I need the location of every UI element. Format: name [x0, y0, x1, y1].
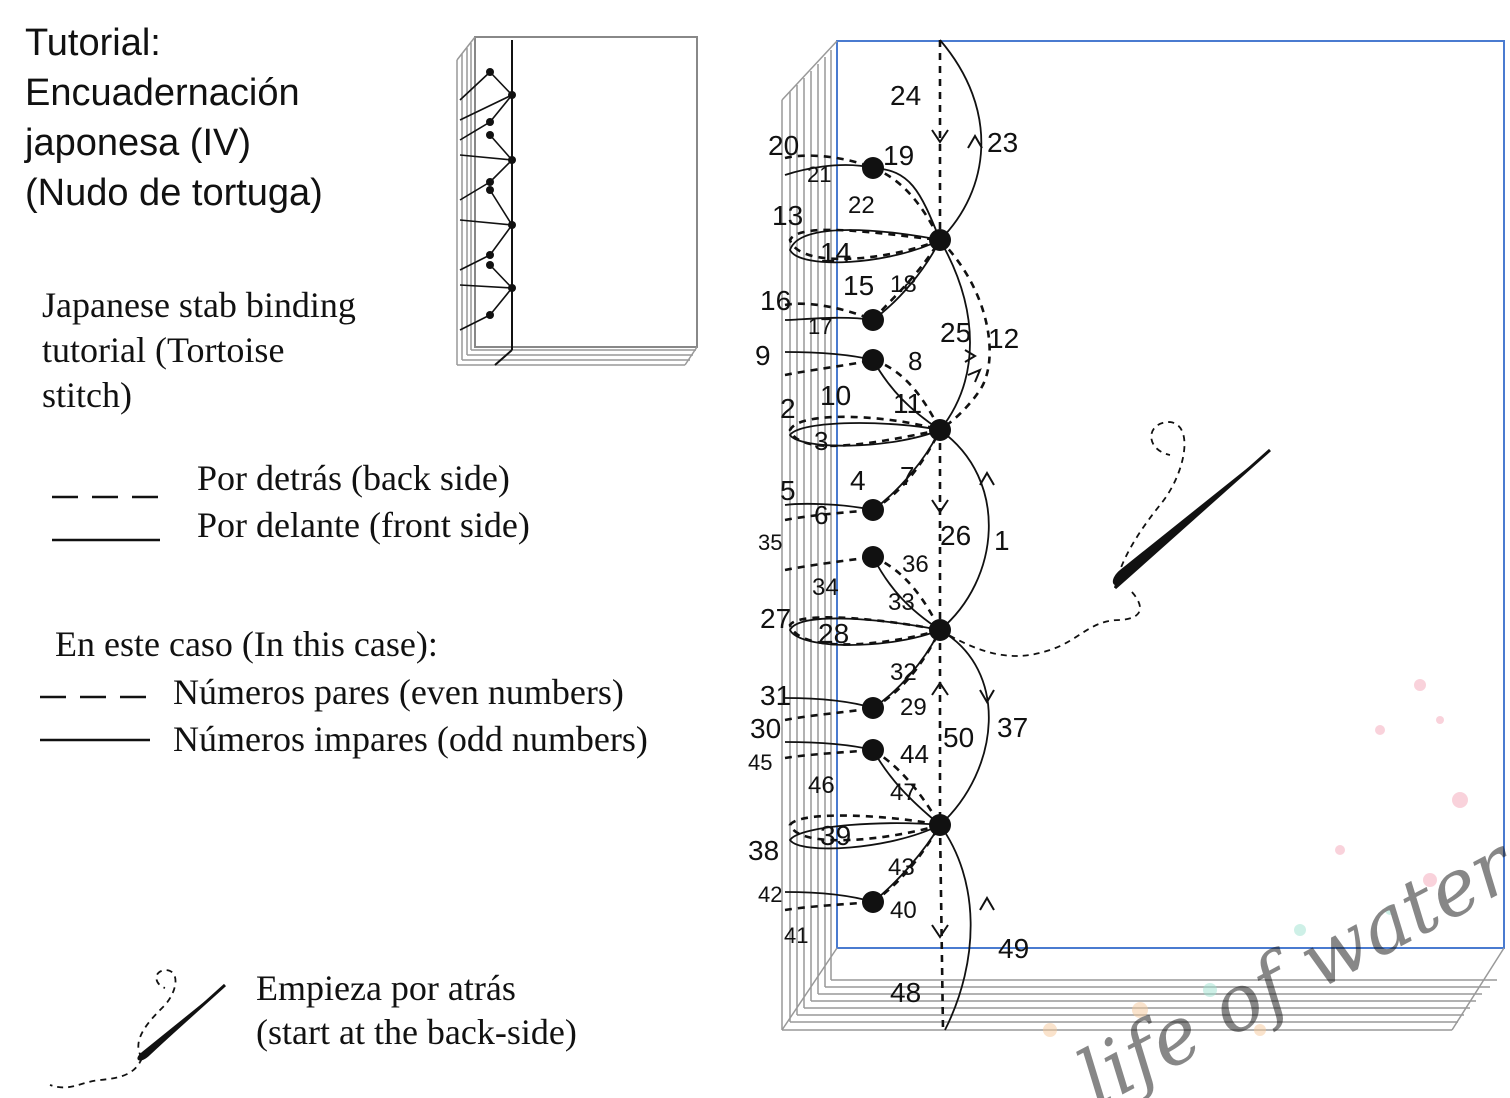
num-35: 35 — [758, 530, 782, 555]
num-20: 20 — [768, 130, 799, 161]
english-title-line-2: tutorial (Tortoise — [42, 330, 285, 370]
english-title-line-3: stitch) — [42, 375, 132, 415]
num-13: 13 — [772, 200, 803, 231]
num-47: 47 — [890, 779, 917, 806]
num-49: 49 — [998, 933, 1029, 964]
num-7: 7 — [900, 461, 914, 491]
num-25: 25 — [940, 317, 971, 348]
num-28: 28 — [818, 618, 849, 649]
num-46: 46 — [808, 772, 835, 799]
stitch-diagram: 1 2 3 4 5 6 7 8 9 10 11 12 13 14 15 16 1… — [748, 39, 1510, 1098]
num-11: 11 — [893, 388, 922, 419]
num-42: 42 — [758, 882, 782, 907]
num-30: 30 — [750, 713, 781, 744]
legend-lines — [40, 495, 160, 742]
num-3: 3 — [814, 426, 828, 456]
num-12: 12 — [988, 323, 1019, 354]
num-2: 2 — [780, 393, 796, 424]
english-title-line-1: Japanese stab binding — [42, 285, 356, 325]
case-even-label: Números pares (even numbers) — [173, 672, 624, 712]
num-8: 8 — [908, 346, 922, 376]
start-note-line-2: (start at the back-side) — [256, 1012, 577, 1052]
legend-back-label: Por detrás (back side) — [197, 458, 510, 498]
english-title: Japanese stab binding tutorial (Tortoise… — [42, 283, 356, 418]
stitch-holes — [862, 157, 951, 913]
num-31: 31 — [760, 680, 791, 711]
num-43: 43 — [888, 854, 915, 881]
needle-start-icon — [49, 969, 227, 1089]
num-19: 19 — [883, 140, 914, 171]
num-38: 38 — [748, 835, 779, 866]
num-1: 1 — [994, 525, 1010, 556]
num-48: 48 — [890, 977, 921, 1008]
num-4: 4 — [850, 465, 866, 496]
num-15: 15 — [843, 270, 874, 301]
num-41: 41 — [784, 923, 808, 948]
num-36: 36 — [902, 551, 929, 578]
num-40: 40 — [890, 897, 917, 924]
num-45: 45 — [748, 750, 772, 775]
start-note-line-1: Empieza por atrás — [256, 968, 516, 1008]
num-34: 34 — [812, 574, 839, 601]
num-29: 29 — [900, 694, 927, 721]
num-10: 10 — [820, 380, 851, 411]
num-26: 26 — [940, 520, 971, 551]
num-44: 44 — [900, 739, 929, 769]
num-16: 16 — [760, 285, 791, 316]
num-50: 50 — [943, 722, 974, 753]
needle-icon — [939, 421, 1271, 657]
num-22: 22 — [848, 192, 875, 219]
num-5: 5 — [780, 475, 796, 506]
num-24: 24 — [890, 80, 921, 111]
num-32: 32 — [890, 659, 917, 686]
stitch-number-labels: 1 2 3 4 5 6 7 8 9 10 11 12 13 14 15 16 1… — [748, 80, 1029, 1008]
num-37: 37 — [997, 712, 1028, 743]
num-23: 23 — [987, 127, 1018, 158]
arrow-heads — [931, 129, 995, 939]
num-27: 27 — [760, 603, 791, 634]
num-9: 9 — [755, 340, 771, 371]
title-line-2: Encuadernación — [25, 72, 300, 114]
num-17: 17 — [808, 314, 832, 339]
title-line-4: (Nudo de tortuga) — [25, 172, 323, 214]
legend-front-label: Por delante (front side) — [197, 505, 530, 545]
num-6: 6 — [814, 500, 828, 530]
case-odd-label: Números impares (odd numbers) — [173, 719, 648, 759]
num-33: 33 — [888, 589, 915, 616]
book-thumbnail — [456, 36, 698, 366]
start-note: Empieza por atrás (start at the back-sid… — [256, 966, 577, 1054]
title-line-3: japonesa (IV) — [25, 122, 252, 164]
case-heading: En este caso (In this case): — [55, 624, 438, 664]
num-39: 39 — [820, 820, 851, 851]
title: Tutorial: Encuadernación japonesa (IV) (… — [25, 18, 323, 218]
num-18: 18 — [890, 271, 917, 298]
num-14: 14 — [820, 237, 851, 268]
title-line-1: Tutorial: — [25, 22, 161, 64]
num-21: 21 — [807, 162, 831, 187]
book-page — [781, 40, 1505, 1031]
